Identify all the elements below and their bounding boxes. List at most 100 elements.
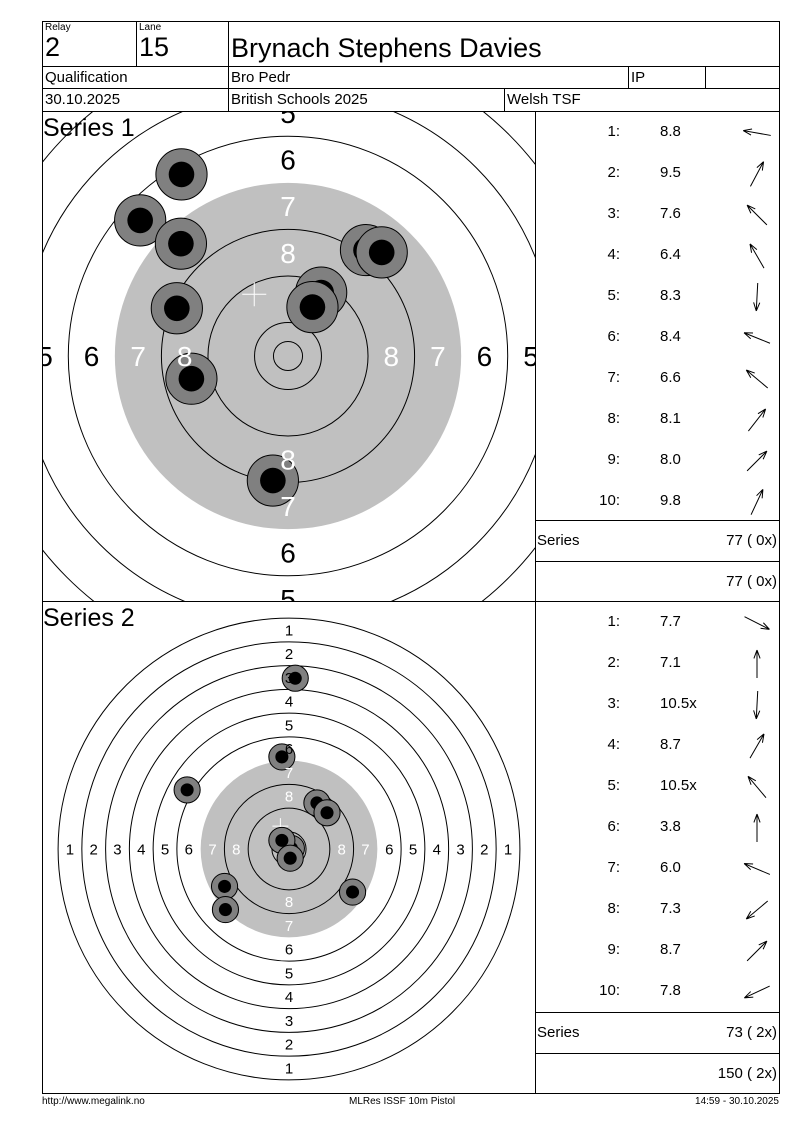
shot-number: 5: bbox=[607, 777, 620, 794]
arrow-path bbox=[753, 690, 761, 720]
ring-label: 3 bbox=[285, 1013, 293, 1030]
footer-url[interactable]: http://www.megalink.no bbox=[42, 1096, 145, 1107]
relay-value: 2 bbox=[45, 32, 61, 62]
ring-label: 7 bbox=[280, 191, 296, 222]
ring-2 bbox=[81, 641, 497, 1057]
shot-value: 8.7 bbox=[660, 941, 681, 958]
series-1-running-total-row: 77 ( 0x) bbox=[536, 561, 780, 602]
shot-hole-center bbox=[178, 365, 205, 392]
ring-label: 8 bbox=[285, 789, 293, 806]
ring-label: 8 bbox=[285, 894, 293, 911]
shot-number: 9: bbox=[607, 941, 620, 958]
ring-9 bbox=[207, 275, 369, 437]
shot-value: 8.4 bbox=[660, 328, 681, 345]
arrow-path bbox=[743, 863, 771, 875]
shot-hole-center bbox=[218, 903, 232, 917]
ring-label: 3 bbox=[113, 841, 121, 858]
shot-row: 6: 8.4 bbox=[536, 317, 779, 358]
shot-row: 7:6.6 bbox=[536, 358, 779, 399]
shot-hole-center bbox=[275, 833, 289, 847]
ring-label: 5 bbox=[43, 341, 53, 372]
ring-label: 1 bbox=[66, 841, 74, 858]
series-2-total-label: Series bbox=[537, 1024, 580, 1041]
ring-label: 6 bbox=[385, 841, 393, 858]
shot-number: 3: bbox=[607, 695, 620, 712]
ring-label: 5 bbox=[285, 965, 293, 982]
shot-value: 10.5x bbox=[660, 695, 697, 712]
direction-arrow-icon bbox=[750, 488, 764, 515]
ring-label: 3 bbox=[456, 841, 464, 858]
shot-number: 10: bbox=[599, 982, 620, 999]
shot-number: 6: bbox=[607, 818, 620, 835]
direction-arrow-icon bbox=[749, 161, 765, 187]
ring-label: 5 bbox=[409, 841, 417, 858]
center-mark-icon bbox=[242, 282, 267, 307]
direction-arrow-icon bbox=[747, 775, 767, 799]
ring-label: 2 bbox=[285, 1037, 293, 1054]
shot-hole-center bbox=[275, 750, 289, 764]
ring-label: 1 bbox=[285, 1060, 293, 1077]
arrow-path bbox=[746, 204, 768, 226]
series-1-total-value: 77 ( 0x) bbox=[726, 532, 777, 549]
club: Bro Pedr bbox=[231, 69, 291, 86]
shot-number: 8: bbox=[607, 900, 620, 917]
shot-row: 5: 10.5x bbox=[536, 766, 779, 807]
direction-arrow-icon bbox=[746, 940, 768, 962]
direction-arrow-icon bbox=[743, 332, 771, 344]
direction-arrow-icon bbox=[743, 863, 771, 875]
ring-label: 3 bbox=[285, 670, 293, 687]
ring-label: 7 bbox=[285, 765, 293, 782]
shot-number: 8: bbox=[607, 410, 620, 427]
class-cell: IP bbox=[628, 66, 706, 89]
arrow-path bbox=[743, 332, 771, 344]
ring-label: 4 bbox=[137, 841, 145, 858]
ring-label: 6 bbox=[185, 841, 193, 858]
shot-number: 7: bbox=[607, 859, 620, 876]
ring-label: 7 bbox=[208, 841, 216, 858]
arrow-path bbox=[744, 616, 770, 630]
ring-label: 4 bbox=[285, 694, 293, 711]
direction-arrow-icon bbox=[749, 243, 765, 269]
series-2-total-value: 73 ( 2x) bbox=[726, 1024, 777, 1041]
shot-row: 1:8.8 bbox=[536, 112, 779, 153]
shot-number: 10: bbox=[599, 492, 620, 509]
shot-number: 4: bbox=[607, 736, 620, 753]
ring-9 bbox=[247, 807, 331, 891]
shot-value: 10.5x bbox=[660, 777, 697, 794]
ring-label: 5 bbox=[285, 717, 293, 734]
shot-value: 8.8 bbox=[660, 123, 681, 140]
shot-value: 6.4 bbox=[660, 246, 681, 263]
direction-arrow-icon bbox=[753, 649, 761, 678]
shot-value: 7.1 bbox=[660, 654, 681, 671]
ring-6 bbox=[176, 736, 402, 962]
series-2-total-row: Series 73 ( 2x) bbox=[536, 1012, 780, 1053]
shot-value: 8.0 bbox=[660, 451, 681, 468]
shot-number: 6: bbox=[607, 328, 620, 345]
shot-value: 7.3 bbox=[660, 900, 681, 917]
ring-label: 5 bbox=[280, 584, 296, 601]
direction-arrow-icon bbox=[743, 985, 770, 999]
ring-label: 6 bbox=[477, 341, 493, 372]
ring-label: 4 bbox=[285, 989, 293, 1006]
shot-number: 2: bbox=[607, 164, 620, 181]
arrow-path bbox=[750, 488, 764, 515]
arrow-path bbox=[747, 408, 767, 432]
ring-label: 5 bbox=[280, 112, 296, 129]
series-1-title: Series 1 bbox=[43, 114, 135, 142]
shot-hole-center bbox=[299, 294, 326, 320]
class-extra-cell bbox=[705, 66, 780, 89]
shot-hole-center bbox=[164, 295, 190, 322]
series-2-running-total-row: 150 ( 2x) bbox=[536, 1053, 780, 1094]
shooter-name: Brynach Stephens Davies bbox=[231, 33, 542, 63]
ring-label: 5 bbox=[523, 341, 535, 372]
ring-label: 4 bbox=[433, 841, 441, 858]
shot-value: 7.6 bbox=[660, 205, 681, 222]
shot-hole-center bbox=[283, 851, 297, 865]
shot-number: 9: bbox=[607, 451, 620, 468]
shot-row: 3:7.6 bbox=[536, 194, 779, 235]
